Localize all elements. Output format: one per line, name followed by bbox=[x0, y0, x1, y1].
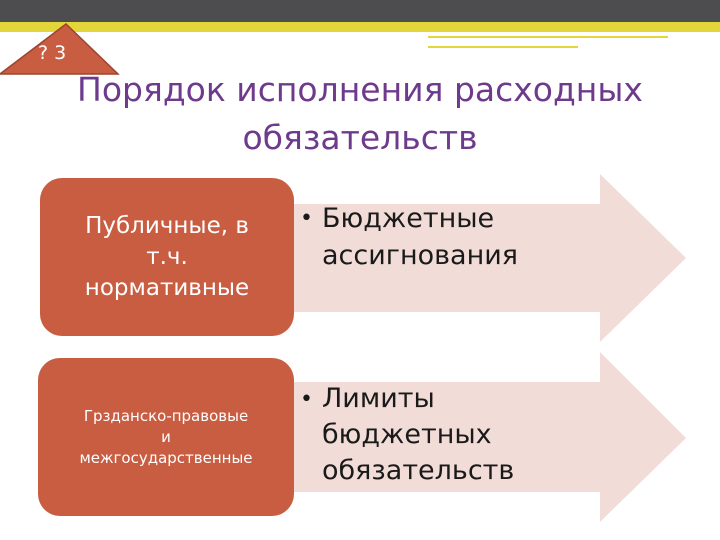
category-label-line: межгосударственные bbox=[79, 448, 253, 467]
slide-title-line-1: Порядок исполнения расходных bbox=[77, 70, 643, 109]
category-label-line: т.ч. bbox=[146, 243, 188, 270]
category-box-civil: Грзданско-правовые и межгосударственные bbox=[38, 358, 294, 516]
category-label-line: и bbox=[161, 427, 171, 446]
accent-line bbox=[428, 36, 668, 38]
bullet-dot-icon: • bbox=[300, 387, 313, 412]
bullet-text-line: обязательств bbox=[322, 455, 515, 486]
slide-number-badge bbox=[0, 20, 120, 76]
arrow-shape-2 bbox=[290, 352, 686, 522]
bullet-text-line: Бюджетные bbox=[322, 203, 495, 234]
top-accent-bar bbox=[0, 22, 720, 32]
bullet-text-line: Лимиты bbox=[322, 383, 435, 414]
bullet-dot-icon: • bbox=[300, 206, 313, 231]
slide-number-text: ? 3 bbox=[38, 42, 67, 64]
slide-title: Порядок исполнения расходных обязательст… bbox=[40, 66, 680, 162]
category-label-line: нормативные bbox=[84, 274, 250, 301]
bullet-text: Бюджетные ассигнования bbox=[322, 200, 518, 274]
bullet-item-budget-limits: • Лимиты бюджетных обязательств bbox=[300, 381, 514, 489]
bullet-item-budget-allocations: • Бюджетные ассигнования bbox=[300, 200, 518, 274]
top-dark-bar bbox=[0, 0, 720, 22]
category-box-public: Публичные, в т.ч. нормативные bbox=[40, 178, 294, 336]
bullet-text-line: бюджетных bbox=[322, 419, 492, 450]
category-label-line: Публичные, в bbox=[85, 212, 249, 239]
bullet-text: Лимиты бюджетных обязательств bbox=[322, 381, 514, 489]
accent-line bbox=[428, 46, 578, 48]
arrow-shape-1 bbox=[290, 174, 686, 342]
bullet-text-line: ассигнования bbox=[322, 240, 519, 271]
slide-title-line-2: обязательств bbox=[242, 118, 478, 157]
badge-shape bbox=[0, 23, 120, 75]
category-label-line: Грзданско-правовые bbox=[83, 406, 249, 425]
